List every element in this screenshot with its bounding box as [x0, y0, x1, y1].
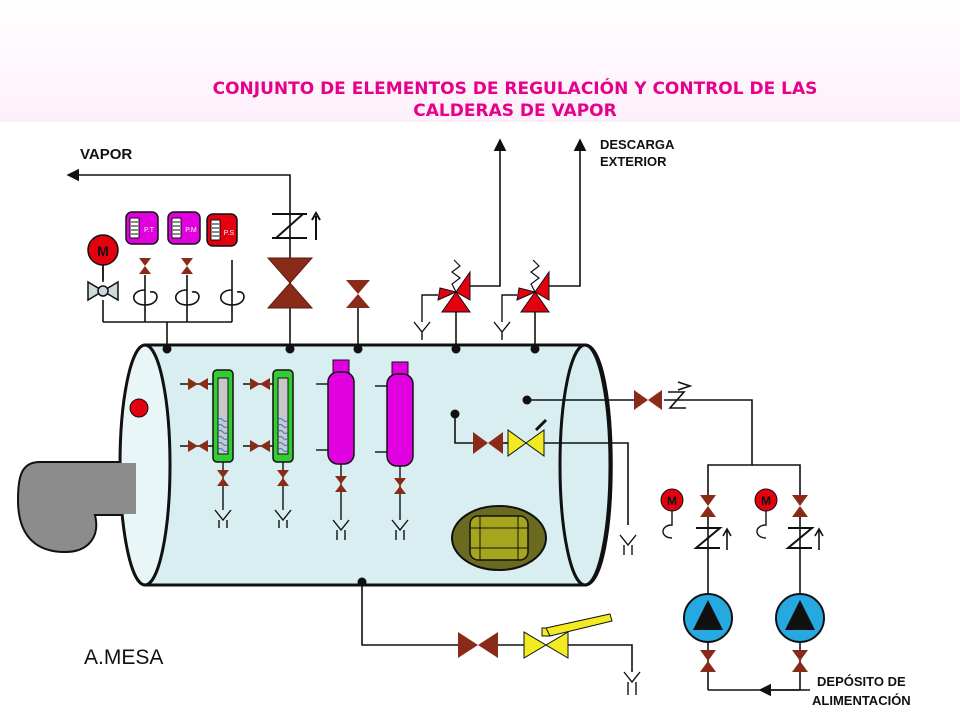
burner-neck: [90, 463, 136, 514]
author-label: A.MESA: [84, 646, 164, 669]
feedwater-valve: [634, 381, 693, 410]
ps-label: P.S: [224, 230, 235, 237]
motorized-valve: [87, 234, 119, 302]
deposito-line-2: ALIMENTACIÓN: [812, 693, 911, 708]
pressure-switch-ps: [206, 213, 238, 247]
level-gauge-2: [243, 369, 294, 528]
feed-pump-branch-1: [660, 488, 733, 690]
manhole: [451, 505, 547, 571]
safety-valve-1: [413, 138, 507, 345]
descarga-line-2: EXTERIOR: [600, 154, 667, 169]
level-controller-1: [316, 359, 355, 540]
safety-valve-2: [493, 138, 587, 345]
level-gauge-1: [180, 369, 234, 528]
pump-2-motor-label: M: [761, 494, 771, 508]
descarga-line-1: DESCARGA: [600, 137, 675, 152]
pm-label: P.M: [185, 227, 197, 234]
pressure-switch-pm: [167, 211, 201, 274]
level-controller-2: [375, 361, 414, 540]
pressure-switch-pt: [125, 211, 159, 274]
air-vent-valve: [346, 280, 370, 345]
motor-label: M: [97, 243, 109, 259]
surface-blowdown-line: [454, 414, 637, 555]
title-line-2: CALDERAS DE VAPOR: [413, 101, 617, 121]
pump-1-motor-label: M: [667, 494, 677, 508]
vapor-label: VAPOR: [80, 146, 133, 163]
instrument-manifold: [102, 260, 245, 345]
title-band: [0, 0, 960, 122]
diagram-title: CONJUNTO DE ELEMENTOS DE REGULACIÓN Y CO…: [130, 78, 900, 122]
feedwater-inlet-line: [527, 399, 801, 500]
main-steam-valve: [266, 257, 314, 309]
connection-points: [162, 344, 540, 587]
descarga-exterior-label: DESCARGA EXTERIOR: [600, 136, 674, 170]
title-line-1: CONJUNTO DE ELEMENTOS DE REGULACIÓN Y CO…: [212, 79, 818, 99]
feed-pump-branch-2: [754, 488, 825, 690]
pt-label: P.T: [144, 227, 155, 234]
deposito-line-1: DEPÓSITO DE: [817, 674, 906, 689]
sight-port: [129, 398, 149, 418]
bottom-blowdown-line: [361, 582, 641, 695]
steam-check-valve: [272, 210, 321, 240]
deposito-alimentacion-label: DEPÓSITO DE ALIMENTACIÓN: [812, 672, 911, 710]
